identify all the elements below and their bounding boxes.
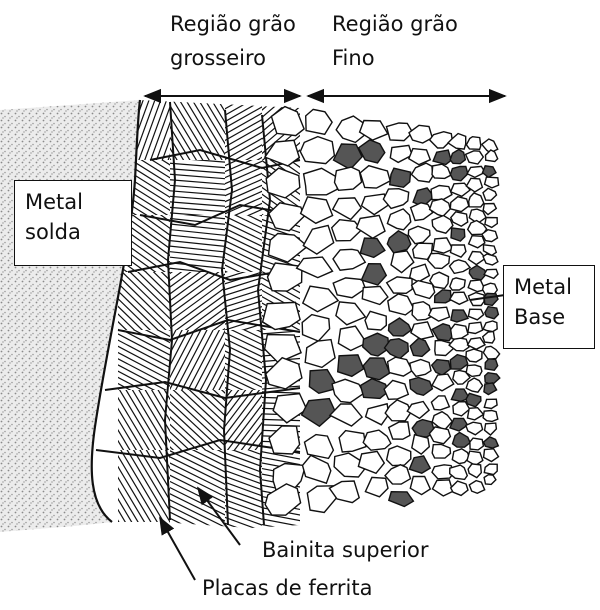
fine-region-label-line2: Fino [332,44,375,72]
fine-region-label-line1: Região grão [332,10,458,38]
upper-bainite-label: Bainita superior [262,536,428,564]
weld-metal-label-line1: Metal [25,187,131,217]
coarse-region-label-line1: Região grão [170,10,296,38]
weld-metal-box: Metal solda [14,180,132,266]
coarse-region-label-line2: grosseiro [170,44,266,72]
fine-grain-zone [263,107,500,516]
base-metal-box: Metal Base [503,265,595,349]
base-metal-label-line1: Metal [514,272,594,302]
weld-metal-label-line2: solda [25,217,131,247]
weld-metal-region [0,100,140,532]
ferrite-plates-arrow [160,518,195,580]
ferrite-plates-label: Placas de ferrita [202,574,372,602]
base-metal-label-line2: Base [514,302,594,332]
